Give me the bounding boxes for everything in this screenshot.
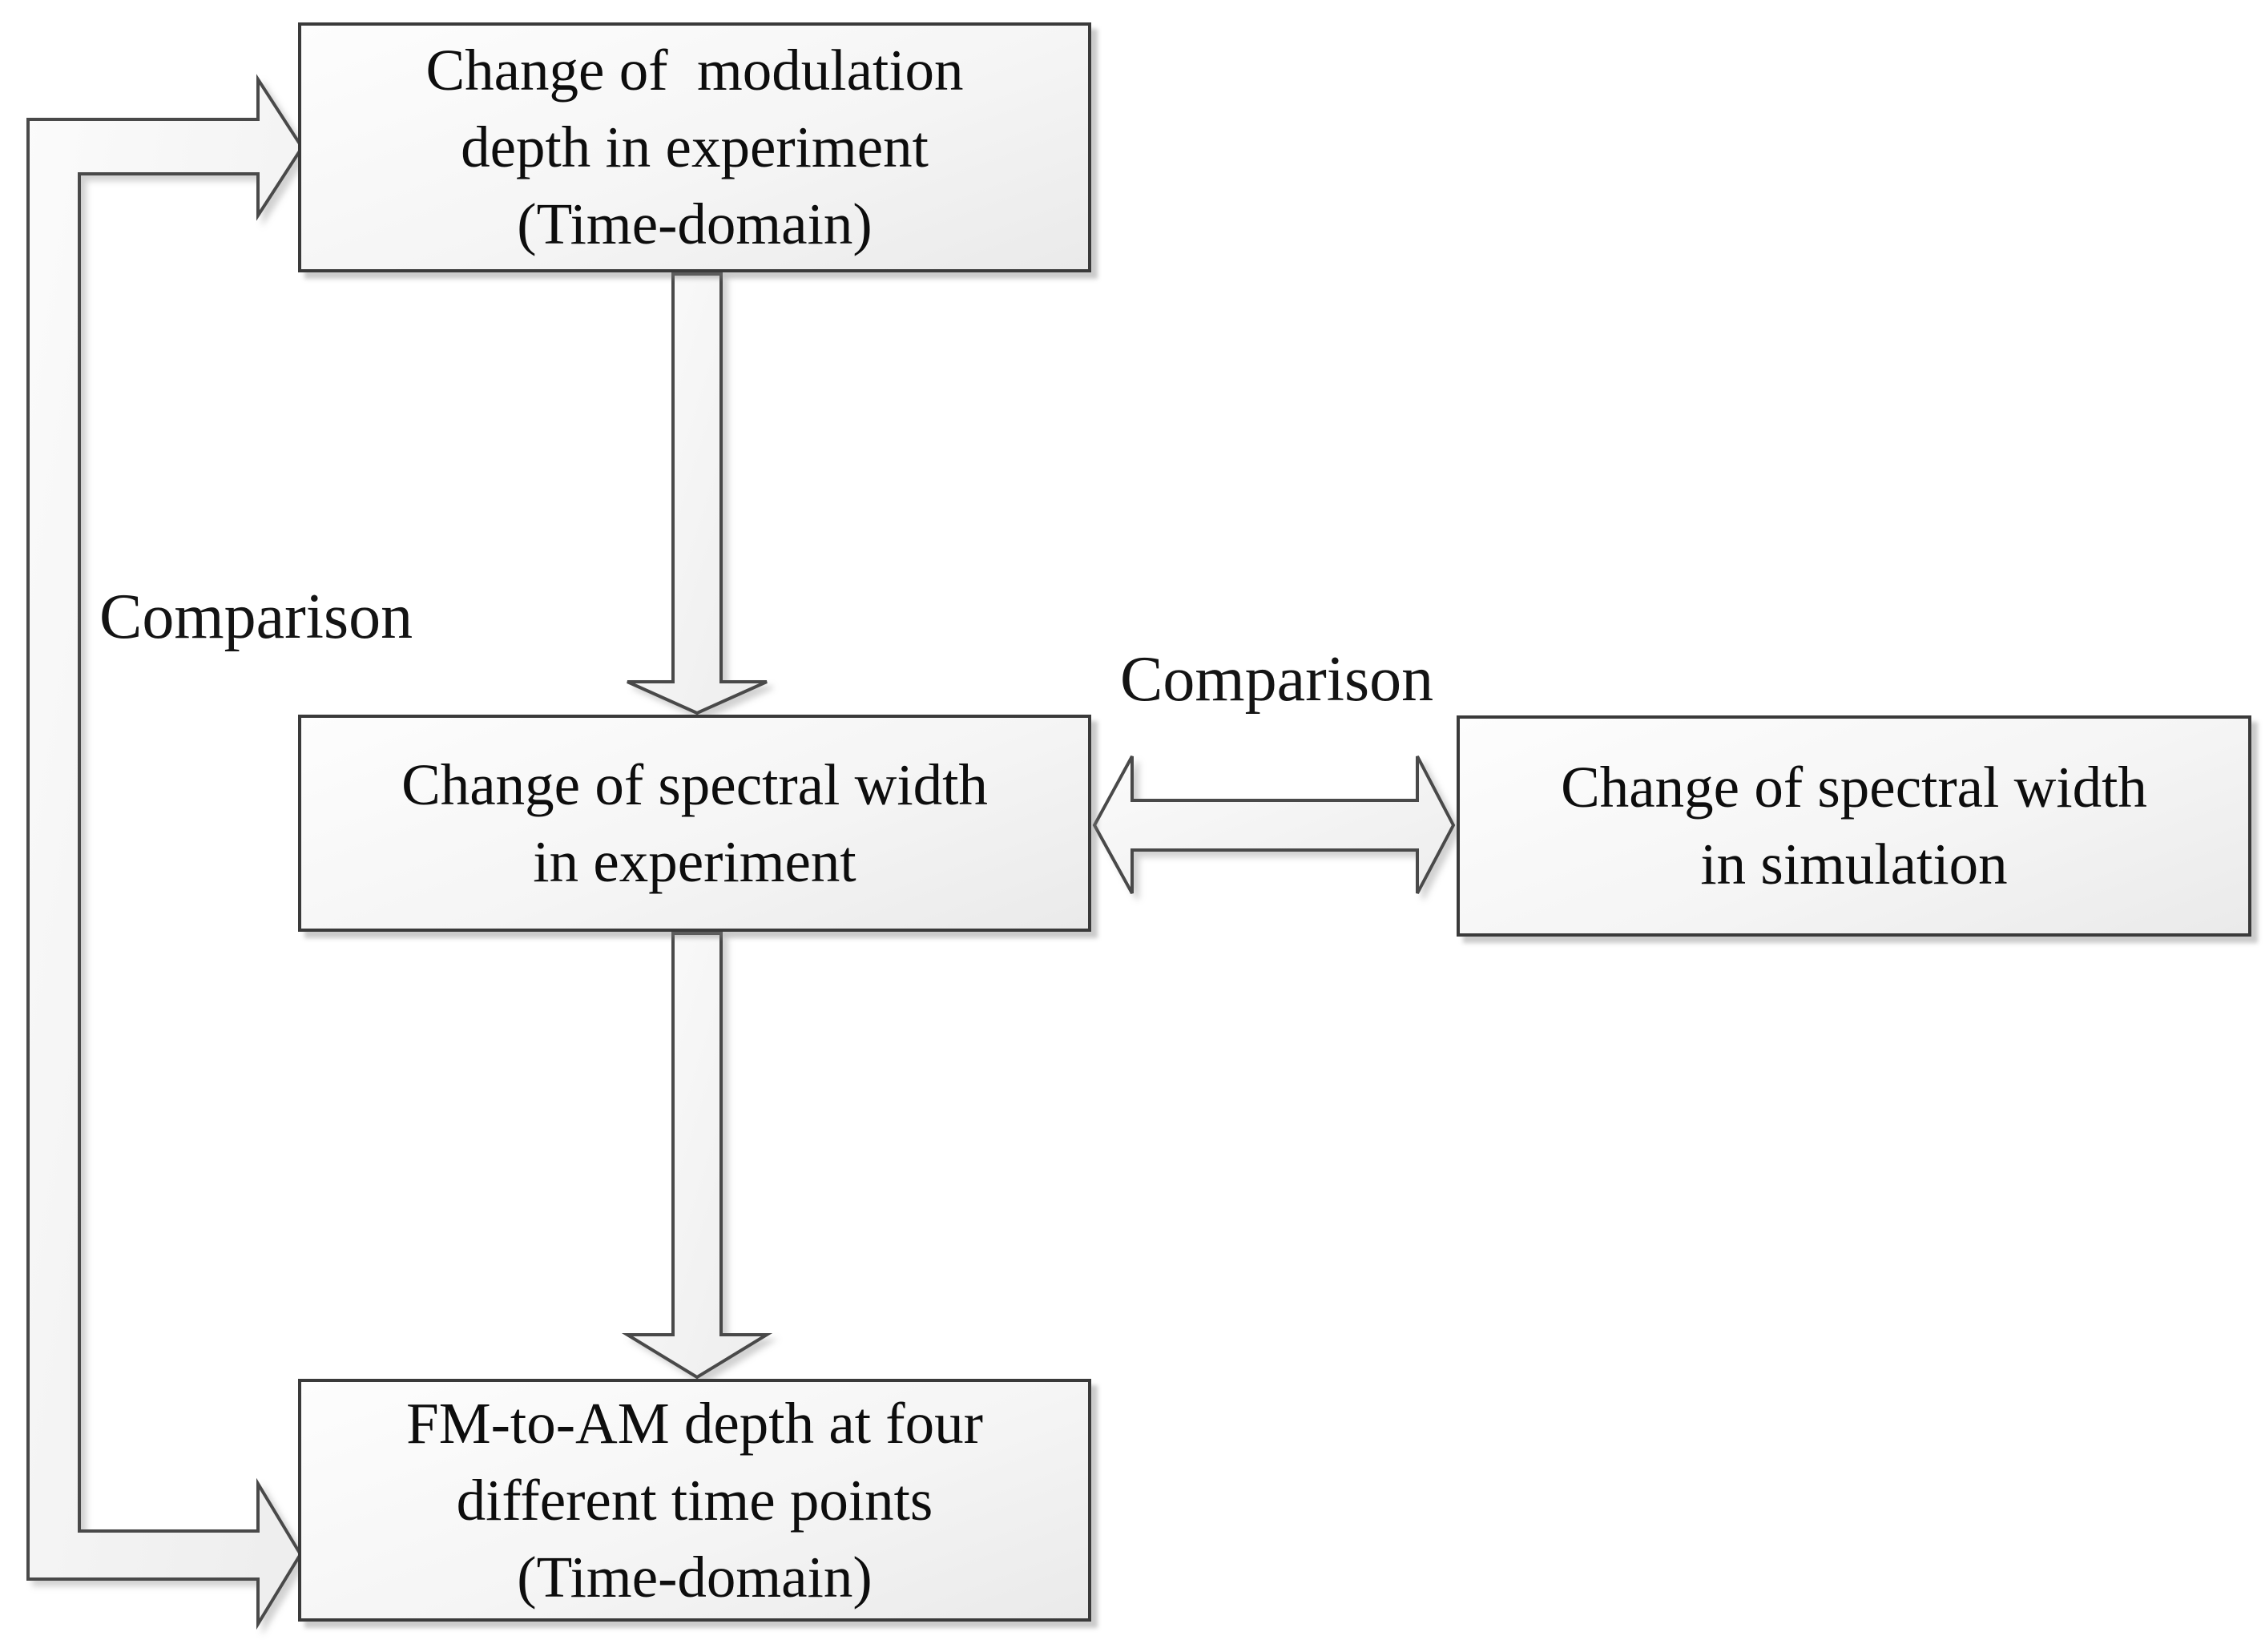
node-modulation-depth-experiment: Change of modulation depth in experiment… xyxy=(298,22,1091,272)
node-text-line: in experiment xyxy=(533,828,856,894)
node-text-line: (Time-domain) xyxy=(517,191,873,256)
node-text-line: Change of spectral width xyxy=(401,751,988,817)
node-text-line: depth in experiment xyxy=(461,115,929,179)
node-text-line: different time points xyxy=(456,1467,933,1533)
node-spectral-width-experiment: Change of spectral width in experiment xyxy=(298,715,1091,932)
node-text-line: FM-to-AM depth at four xyxy=(406,1390,983,1456)
comparison-label-left: Comparison xyxy=(99,582,413,652)
comparison-label-right: Comparison xyxy=(1120,644,1434,715)
bracket-comparison-arrow xyxy=(26,74,304,1630)
down-arrow-top-to-experiment xyxy=(627,272,768,715)
node-fm-to-am-depth: FM-to-AM depth at four different time po… xyxy=(298,1379,1091,1622)
double-arrow-experiment-simulation xyxy=(1092,755,1456,894)
down-arrow-experiment-to-fm xyxy=(621,932,773,1380)
node-text-line: Change of modulation xyxy=(425,38,964,103)
node-text-line: Change of spectral width xyxy=(1561,755,2147,820)
node-text-line: in simulation xyxy=(1700,832,2008,897)
node-text-line: (Time-domain) xyxy=(517,1544,873,1610)
node-spectral-width-simulation: Change of spectral width in simulation xyxy=(1457,715,2251,937)
